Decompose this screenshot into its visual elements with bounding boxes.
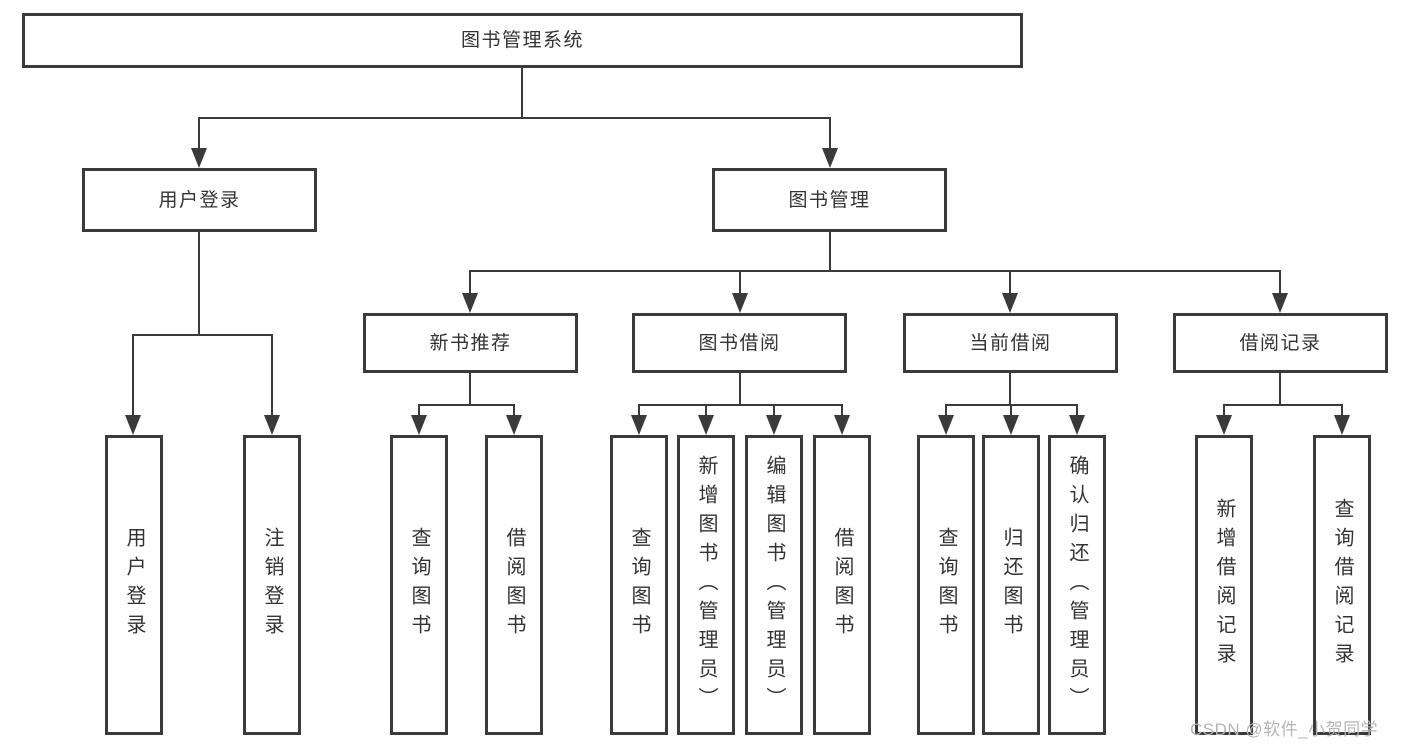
node-label: 借阅记录 — [1239, 332, 1322, 354]
node-borrowing-records: 借阅记录 — [1173, 313, 1388, 373]
arrowhead-down-icon — [462, 293, 478, 313]
leaf-label: 编辑图书（管理员） — [763, 454, 785, 716]
leaf-label: 归还图书 — [1000, 527, 1022, 643]
leaf-label: 新增借阅记录 — [1213, 498, 1235, 672]
connector-line — [513, 404, 515, 418]
connector-line — [1279, 373, 1281, 406]
leaf-query-books-recommend: 查询图书 — [390, 435, 448, 735]
leaf-label: 借阅图书 — [503, 527, 525, 643]
leaf-label: 注销登录 — [261, 527, 283, 643]
leaf-borrow-books: 借阅图书 — [813, 435, 871, 735]
arrowhead-down-icon — [834, 415, 850, 435]
connector-line — [198, 117, 831, 119]
connector-line — [418, 404, 515, 406]
arrowhead-down-icon — [766, 415, 782, 435]
leaf-add-borrow-record: 新增借阅记录 — [1195, 435, 1253, 735]
connector-line — [469, 373, 471, 406]
connector-line — [1341, 404, 1343, 418]
node-label: 当前借阅 — [969, 332, 1052, 354]
leaf-query-books-current: 查询图书 — [917, 435, 975, 735]
arrowhead-down-icon — [938, 415, 954, 435]
connector-line — [1223, 404, 1343, 406]
connector-line — [1223, 404, 1225, 418]
connector-line — [638, 404, 843, 406]
connector-line — [521, 68, 523, 118]
arrowhead-down-icon — [191, 148, 207, 168]
connector-line — [1010, 404, 1012, 418]
arrowhead-down-icon — [1272, 293, 1288, 313]
connector-line — [469, 270, 471, 296]
connector-line — [841, 404, 843, 418]
leaf-label: 新增图书（管理员） — [695, 454, 717, 716]
leaf-confirm-return-admin: 确认归还（管理员） — [1048, 435, 1106, 735]
connector-line — [132, 334, 134, 417]
node-root-library-system: 图书管理系统 — [22, 13, 1023, 68]
arrowhead-down-icon — [698, 415, 714, 435]
leaf-label: 确认归还（管理员） — [1066, 454, 1088, 716]
arrowhead-down-icon — [411, 415, 427, 435]
arrowhead-down-icon — [125, 415, 141, 435]
watermark: CSDN @软件_小贺同学 — [1190, 720, 1379, 739]
leaf-label: 查询图书 — [408, 527, 430, 643]
connector-line — [132, 334, 273, 336]
node-user-login: 用户登录 — [82, 168, 317, 232]
node-new-book-recommendation: 新书推荐 — [363, 313, 578, 373]
connector-line — [1009, 373, 1011, 406]
node-label: 图书借阅 — [698, 332, 781, 354]
arrowhead-down-icon — [264, 415, 280, 435]
leaf-borrow-books-recommend: 借阅图书 — [485, 435, 543, 735]
node-label: 图书管理 — [788, 189, 871, 211]
arrowhead-down-icon — [822, 148, 838, 168]
connector-line — [1009, 270, 1011, 296]
leaf-user-login: 用户登录 — [105, 435, 163, 735]
connector-line — [705, 404, 707, 418]
node-book-management: 图书管理 — [712, 168, 947, 232]
leaf-label: 用户登录 — [123, 527, 145, 643]
connector-line — [739, 270, 741, 296]
leaf-query-borrow-record: 查询借阅记录 — [1313, 435, 1371, 735]
node-current-borrowing: 当前借阅 — [903, 313, 1118, 373]
node-book-borrowing: 图书借阅 — [632, 313, 847, 373]
connector-line — [1076, 404, 1078, 418]
connector-line — [829, 232, 831, 272]
connector-line — [638, 404, 640, 418]
connector-line — [418, 404, 420, 418]
leaf-query-books-borrow: 查询图书 — [610, 435, 668, 735]
node-label: 图书管理系统 — [460, 30, 584, 51]
arrowhead-down-icon — [506, 415, 522, 435]
arrowhead-down-icon — [1002, 293, 1018, 313]
leaf-label: 借阅图书 — [831, 527, 853, 643]
arrowhead-down-icon — [1003, 415, 1019, 435]
arrowhead-down-icon — [1069, 415, 1085, 435]
connector-line — [198, 117, 200, 151]
node-label: 新书推荐 — [429, 332, 512, 354]
connector-line — [271, 334, 273, 417]
node-label: 用户登录 — [158, 189, 241, 211]
connector-line — [198, 232, 200, 336]
connector-line — [945, 404, 947, 418]
connector-line — [773, 404, 775, 418]
arrowhead-down-icon — [1334, 415, 1350, 435]
connector-line — [829, 117, 831, 151]
leaf-logout: 注销登录 — [243, 435, 301, 735]
arrowhead-down-icon — [631, 415, 647, 435]
leaf-add-books-admin: 新增图书（管理员） — [677, 435, 735, 735]
leaf-label: 查询图书 — [628, 527, 650, 643]
leaf-label: 查询借阅记录 — [1331, 498, 1353, 672]
connector-line — [1279, 270, 1281, 296]
connector-line — [739, 373, 741, 406]
leaf-edit-books-admin: 编辑图书（管理员） — [745, 435, 803, 735]
leaf-label: 查询图书 — [935, 527, 957, 643]
connector-line — [469, 270, 1281, 272]
leaf-return-books: 归还图书 — [982, 435, 1040, 735]
arrowhead-down-icon — [1216, 415, 1232, 435]
arrowhead-down-icon — [732, 293, 748, 313]
